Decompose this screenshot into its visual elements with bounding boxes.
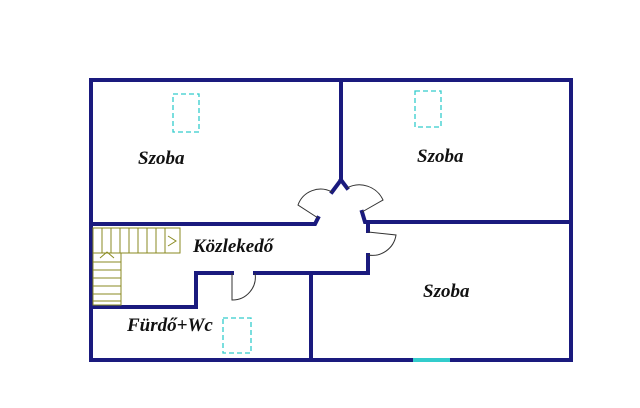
outer-wall (89, 78, 573, 362)
wall-corridor-bottom (89, 271, 370, 309)
doors (231, 184, 397, 301)
room-label-top-right: Szoba (417, 146, 464, 167)
room-label-bottom-right: Szoba (423, 281, 470, 302)
stairs (92, 227, 181, 306)
room-label-top-left: Szoba (138, 148, 185, 169)
wall-left-room-bottom (89, 215, 321, 226)
windows (172, 90, 442, 354)
room-label-bathroom: Fürdő+Wc (127, 315, 213, 336)
wall-right-room-top (359, 209, 573, 275)
wall-top-rooms-divider (329, 78, 350, 195)
door-top-left (297, 188, 333, 219)
door-bottom-right (367, 231, 397, 256)
door-top-right (346, 184, 384, 213)
walls (89, 78, 573, 362)
room-label-corridor: Közlekedő (193, 236, 274, 257)
door-bathroom (231, 272, 256, 301)
